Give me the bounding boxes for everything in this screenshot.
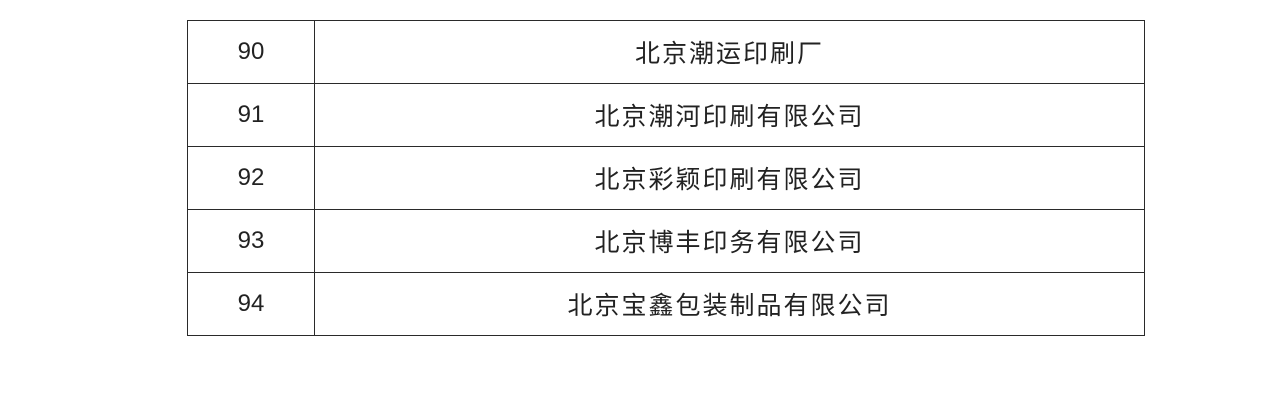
row-number-cell: 93 bbox=[187, 209, 315, 273]
table-row: 93 北京博丰印务有限公司 bbox=[187, 209, 1145, 273]
company-name-cell: 北京彩颖印刷有限公司 bbox=[314, 146, 1145, 210]
company-name-cell: 北京潮河印刷有限公司 bbox=[314, 83, 1145, 147]
company-name-cell: 北京宝鑫包装制品有限公司 bbox=[314, 272, 1145, 336]
table-row: 90 北京潮运印刷厂 bbox=[187, 20, 1145, 84]
table-row: 92 北京彩颖印刷有限公司 bbox=[187, 146, 1145, 210]
row-number-cell: 91 bbox=[187, 83, 315, 147]
company-list-table: 90 北京潮运印刷厂 91 北京潮河印刷有限公司 92 北京彩颖印刷有限公司 9… bbox=[187, 20, 1145, 336]
row-number-cell: 90 bbox=[187, 20, 315, 84]
row-number-cell: 94 bbox=[187, 272, 315, 336]
table-row: 94 北京宝鑫包装制品有限公司 bbox=[187, 272, 1145, 336]
company-name-cell: 北京博丰印务有限公司 bbox=[314, 209, 1145, 273]
table-row: 91 北京潮河印刷有限公司 bbox=[187, 83, 1145, 147]
company-name-cell: 北京潮运印刷厂 bbox=[314, 20, 1145, 84]
row-number-cell: 92 bbox=[187, 146, 315, 210]
